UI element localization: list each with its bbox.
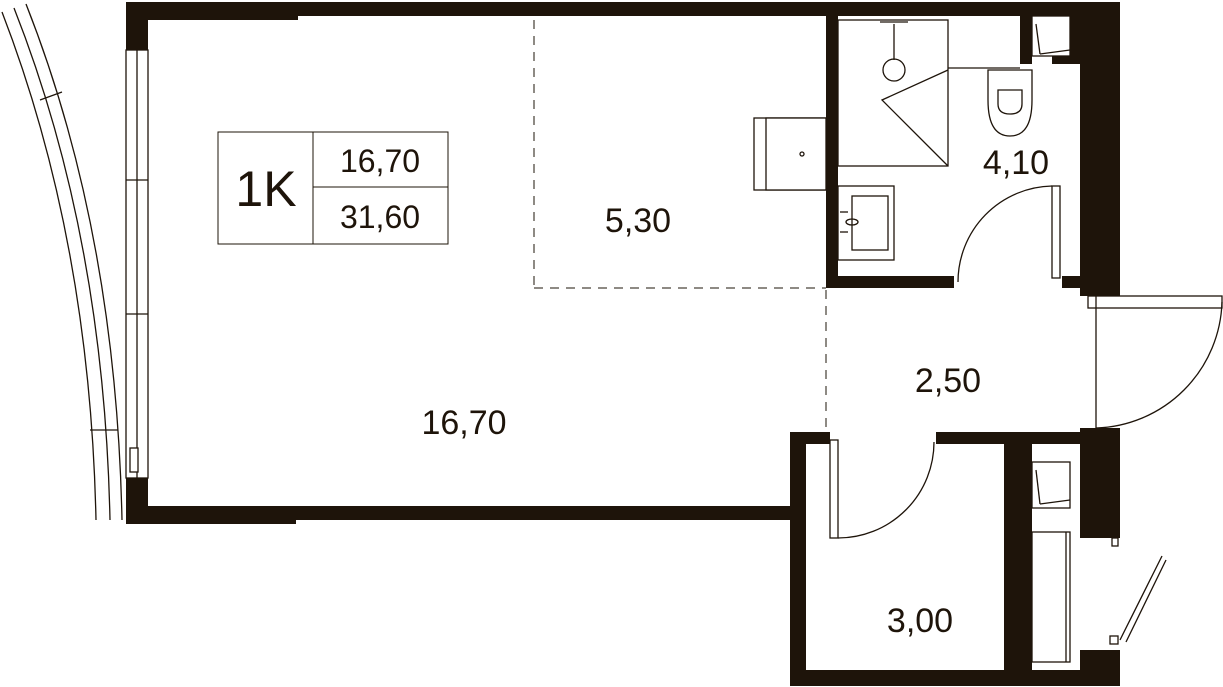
entrance-door (1087, 295, 1223, 429)
storage-area: 3,00 (887, 602, 953, 640)
toilet (987, 69, 1033, 137)
bathroom-area: 4,10 (983, 144, 1049, 182)
apartment-badge: 1K 16,70 31,60 (217, 131, 449, 245)
kitchen-fixture (753, 117, 827, 191)
total-area-value: 31,60 (340, 199, 420, 235)
walls (126, 2, 1120, 686)
hall-area: 2,50 (915, 362, 981, 400)
bathroom-door (957, 185, 1061, 283)
storage-door (829, 439, 935, 539)
window-left (125, 49, 149, 479)
living-room-area: 16,70 (421, 404, 506, 442)
balcony-door (1109, 555, 1167, 645)
utility-niche-top (1031, 15, 1071, 57)
apartment-type: 1K (235, 161, 296, 217)
living-area-value: 16,70 (340, 143, 420, 179)
facade-curve (1, 3, 123, 521)
shower (837, 19, 1020, 167)
kitchen-zone (533, 20, 827, 432)
kitchen-area: 5,30 (605, 202, 671, 240)
washbasin (837, 185, 895, 261)
wardrobe-niche (1031, 461, 1119, 663)
